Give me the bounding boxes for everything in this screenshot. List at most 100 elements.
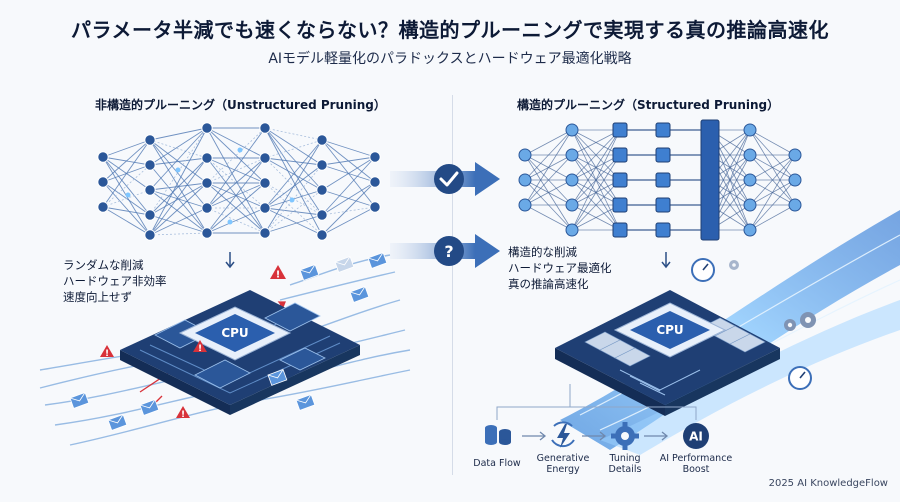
svg-text:!: ! [181, 410, 185, 420]
left-notes: ランダムな削減 ハードウェア非効率 速度向上せず [63, 257, 167, 305]
network-node [369, 201, 381, 213]
svg-text:!: ! [276, 270, 281, 281]
ai-badge-label: AI [689, 430, 703, 444]
network-node [201, 227, 213, 239]
network-node [743, 148, 757, 162]
question-icon: ? [434, 236, 464, 266]
network-node [565, 173, 579, 187]
network-node [788, 198, 802, 212]
network-node [201, 122, 213, 134]
right-note-1: 構造的な削減 [508, 245, 577, 259]
network-node [201, 202, 213, 214]
network-node [97, 151, 109, 163]
structured-block [612, 172, 628, 188]
left-note-1: ランダムな削減 [63, 258, 144, 272]
network-node [259, 122, 271, 134]
network-node [788, 173, 802, 187]
network-node [97, 176, 109, 188]
page-title: パラメータ半減でも速くならない？構造的プルーニングで実現する真の推論高速化 [71, 18, 829, 42]
footer-credit: 2025 AI KnowledgeFlow [768, 478, 888, 489]
ai-icon: AI [683, 423, 709, 449]
merged-layer-block [700, 119, 720, 241]
flow-label-ai-performance: AI Performance Boost [659, 453, 733, 475]
network-node [144, 229, 156, 241]
speedometer-icon [691, 258, 715, 282]
page-subtitle: AIモデル軽量化のパラドックスとハードウェア最適化戦略 [268, 51, 632, 67]
network-node [144, 159, 156, 171]
network-node [565, 123, 579, 137]
left-cpu-label: CPU [221, 326, 248, 340]
network-node [316, 209, 328, 221]
envelope-icons [69, 252, 388, 431]
network-node [259, 202, 271, 214]
right-panel-heading: 構造的プルーニング（Structured Pruning） [517, 98, 780, 112]
network-node [201, 177, 213, 189]
network-node [565, 148, 579, 162]
network-node [518, 198, 532, 212]
network-node [369, 176, 381, 188]
structured-block [655, 122, 671, 138]
right-notes: 構造的な削減 ハードウェア最適化 真の推論高速化 [508, 244, 612, 292]
network-node [316, 134, 328, 146]
warning-icons: ! ! ! ! [100, 265, 286, 420]
gear-icon [729, 260, 816, 331]
network-node [788, 148, 802, 162]
flow-label-generative-energy: Generative Energy [536, 453, 590, 475]
left-panel-heading: 非構造的プルーニング（Unstructured Pruning） [95, 98, 386, 112]
network-node [565, 198, 579, 212]
network-node [743, 198, 757, 212]
network-node [144, 184, 156, 196]
structured-block [655, 197, 671, 213]
network-node [144, 209, 156, 221]
speedometer-icon [788, 366, 812, 390]
network-node [316, 229, 328, 241]
pruned-weight-spark [289, 197, 295, 203]
structured-block [612, 122, 628, 138]
flow-label-tuning-details: Tuning Details [608, 453, 642, 475]
structured-block [612, 147, 628, 163]
pruned-weight-spark [237, 147, 243, 153]
database-icon [485, 425, 511, 445]
structured-block [655, 172, 671, 188]
right-down-arrow-icon [661, 252, 671, 269]
svg-text:!: ! [198, 344, 202, 354]
network-node [259, 177, 271, 189]
right-note-3: 真の推論高速化 [508, 277, 589, 291]
left-note-3: 速度向上せず [63, 290, 132, 304]
network-node [144, 134, 156, 146]
left-down-arrow-icon [225, 252, 235, 269]
network-node [743, 123, 757, 137]
gear-icon [611, 422, 639, 450]
pruned-weight-spark [175, 167, 181, 173]
network-node [518, 173, 532, 187]
network-node [97, 201, 109, 213]
pruned-weight-spark [125, 192, 131, 198]
left-note-2: ハードウェア非効率 [63, 274, 167, 288]
structured-block [655, 222, 671, 238]
svg-text:!: ! [105, 349, 109, 359]
check-icon [434, 164, 464, 194]
network-node [743, 173, 757, 187]
network-node [201, 152, 213, 164]
energy-icon [551, 421, 575, 448]
structured-block [655, 147, 671, 163]
panel-divider [452, 95, 453, 475]
network-node [743, 223, 757, 237]
arrow-icon [522, 431, 669, 441]
network-node [565, 223, 579, 237]
right-cpu-label: CPU [656, 323, 683, 337]
network-node [259, 227, 271, 239]
network-node [369, 151, 381, 163]
flow-label-data-flow: Data Flow [473, 458, 521, 469]
structured-block [612, 197, 628, 213]
structured-block [612, 222, 628, 238]
network-node [259, 152, 271, 164]
pruned-weight-spark [227, 219, 233, 225]
question-mark: ? [444, 242, 453, 261]
